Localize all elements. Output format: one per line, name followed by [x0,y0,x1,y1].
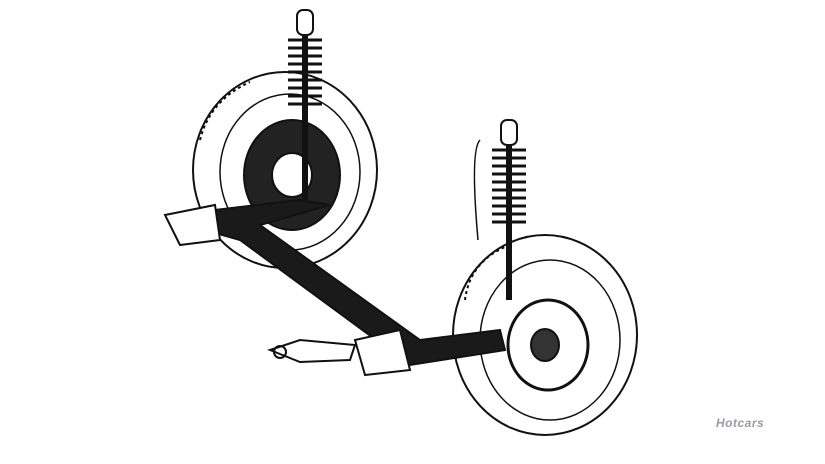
right-wheel [452,234,638,436]
watermark-text: Hotcars [716,416,765,430]
axle-beam [163,198,507,377]
right-shock-absorber [473,119,526,300]
watermark-logo: Hotcars [716,416,764,430]
tow-hitch [267,338,357,364]
left-shock-absorber [288,9,322,200]
